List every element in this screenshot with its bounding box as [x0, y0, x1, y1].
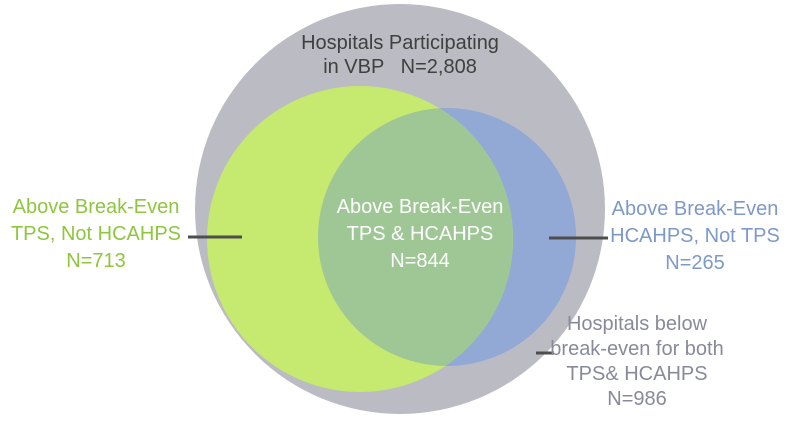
bottom-label-count: N=986: [607, 388, 667, 410]
right-label-count: N=265: [665, 252, 725, 274]
center-label-both: Above Break-Even TPS & HCAHPS N=844: [320, 194, 520, 275]
title-line-2: in VBP N=2,808: [323, 56, 477, 78]
right-label-line-2: HCAHPS, Not TPS: [610, 225, 780, 247]
left-label-tps-only: Above Break-Even TPS, Not HCAHPS N=713: [0, 194, 192, 275]
left-label-line-2: TPS, Not HCAHPS: [10, 223, 182, 245]
bottom-label-line-2: break-even for both: [550, 338, 724, 360]
center-label-line-2: TPS & HCAHPS: [346, 223, 494, 245]
bottom-label-below-break-even: Hospitals below break-even for both TPS&…: [546, 312, 728, 412]
center-label-count: N=844: [390, 250, 450, 272]
left-label-count: N=713: [66, 250, 126, 272]
bottom-label-line-1: Hospitals below: [566, 313, 708, 335]
right-label-hcahps-only: Above Break-Even HCAHPS, Not TPS N=265: [600, 196, 790, 277]
bottom-label-line-3: TPS& HCAHPS: [566, 363, 708, 385]
left-label-line-1: Above Break-Even: [12, 196, 180, 218]
title-vbp-label: Hospitals Participating in VBP N=2,808: [240, 31, 560, 79]
center-label-line-1: Above Break-Even: [336, 196, 504, 218]
title-line-1: Hospitals Participating: [301, 32, 499, 54]
right-label-line-1: Above Break-Even: [611, 198, 779, 220]
